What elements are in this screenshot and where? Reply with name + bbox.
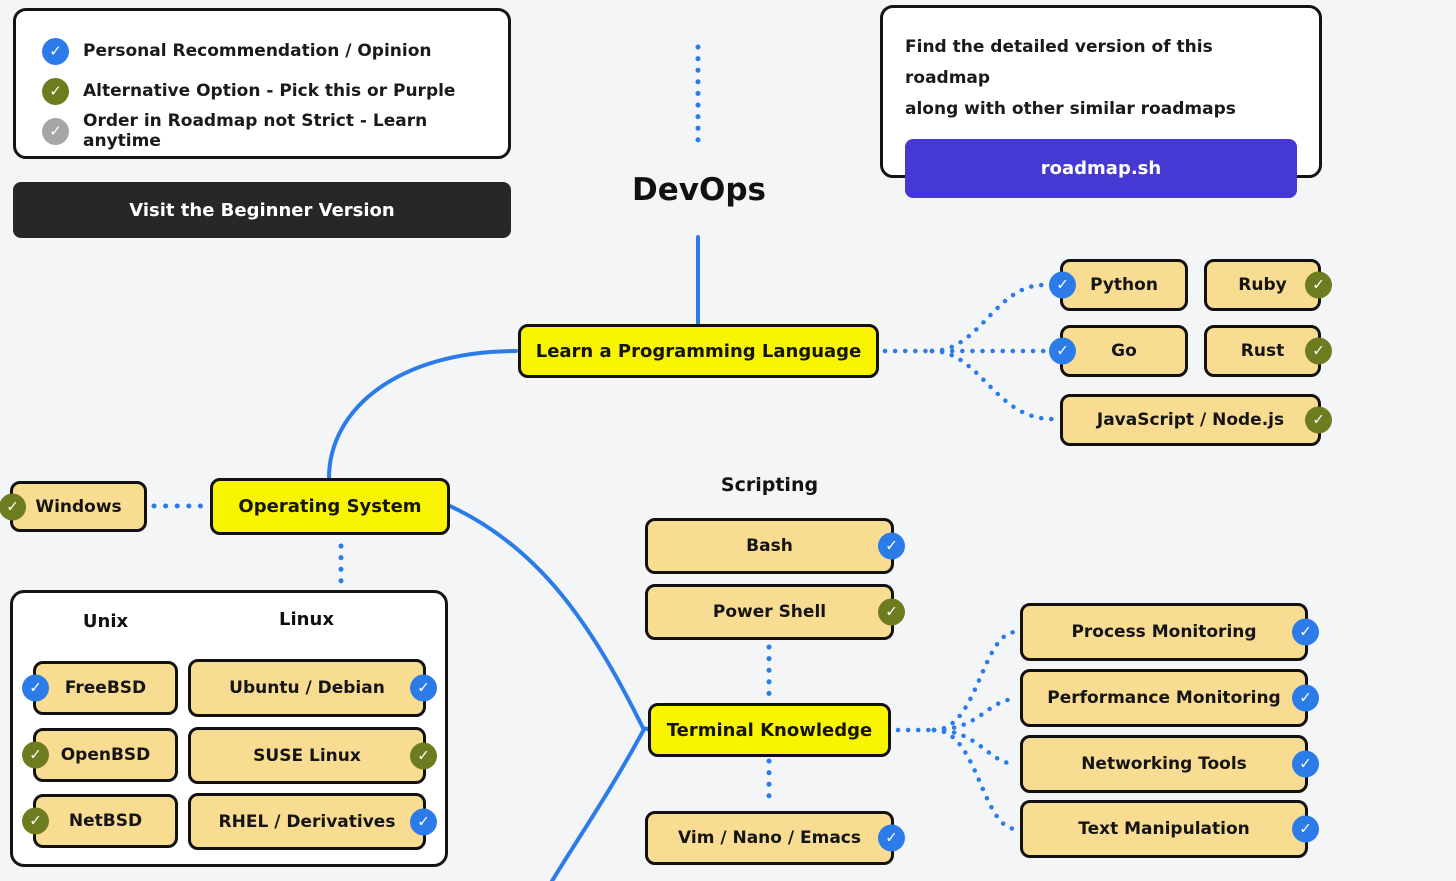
node-label: RHEL / Derivatives	[218, 811, 396, 832]
alternative-check-icon: ✓	[1305, 337, 1332, 365]
node-learn-programming-language[interactable]: Learn a Programming Language	[518, 324, 879, 378]
recommended-check-icon: ✓	[1292, 750, 1319, 778]
node-label: JavaScript / Node.js	[1096, 410, 1285, 430]
alternative-check-icon: ✓	[22, 807, 49, 835]
roadmap-sh-button[interactable]: roadmap.sh	[905, 139, 1297, 198]
legend-item-order: ✓ Order in Roadmap not Strict - Learn an…	[42, 111, 508, 151]
node-label: Vim / Nano / Emacs	[678, 828, 861, 848]
node-label: Learn a Programming Language	[535, 340, 862, 362]
node-networking-tools[interactable]: ✓ Networking Tools	[1020, 735, 1319, 793]
node-label: Bash	[746, 536, 793, 556]
node-label: Terminal Knowledge	[666, 719, 873, 741]
legend-item-label: Alternative Option - Pick this or Purple	[83, 81, 456, 101]
promo-text: Find the detailed version of this roadma…	[905, 32, 1297, 125]
recommended-check-icon: ✓	[1049, 271, 1076, 299]
node-openbsd[interactable]: ✓ OpenBSD	[22, 728, 178, 782]
node-terminal-knowledge[interactable]: Terminal Knowledge	[648, 703, 891, 757]
promo-box: Find the detailed version of this roadma…	[880, 5, 1322, 198]
recommended-check-icon: ✓	[410, 674, 437, 702]
node-go[interactable]: ✓ Go	[1049, 325, 1188, 377]
scripting-section-label: Scripting	[720, 474, 819, 496]
node-text-manipulation[interactable]: ✓ Text Manipulation	[1020, 800, 1319, 858]
recommended-check-icon: ✓	[1292, 684, 1319, 712]
legend-item-personal: ✓ Personal Recommendation / Opinion	[42, 31, 508, 71]
node-label: Power Shell	[712, 602, 827, 622]
node-label: Networking Tools	[1081, 754, 1247, 774]
recommended-check-icon: ✓	[878, 824, 905, 852]
page-title: DevOps	[632, 172, 766, 208]
promo-line-1: Find the detailed version of this roadma…	[905, 37, 1213, 88]
node-label: OpenBSD	[60, 745, 151, 765]
alternative-check-icon: ✓	[0, 493, 26, 520]
node-power-shell[interactable]: ✓ Power Shell	[645, 584, 905, 640]
node-label: Rust	[1240, 341, 1285, 361]
beginner-version-button[interactable]: Visit the Beginner Version	[13, 182, 511, 238]
node-python[interactable]: ✓ Python	[1049, 259, 1188, 311]
personal-recommendation-check-icon: ✓	[42, 37, 69, 65]
node-label: Performance Monitoring	[1047, 688, 1281, 708]
node-rust[interactable]: ✓ Rust	[1204, 325, 1332, 377]
node-label: Go	[1111, 341, 1137, 361]
node-label: Process Monitoring	[1071, 622, 1257, 642]
node-rhel-derivatives[interactable]: ✓ RHEL / Derivatives	[188, 793, 437, 850]
alternative-check-icon: ✓	[878, 598, 905, 626]
legend-item-label: Order in Roadmap not Strict - Learn anyt…	[83, 111, 428, 151]
node-netbsd[interactable]: ✓ NetBSD	[22, 794, 178, 848]
node-label: FreeBSD	[64, 678, 147, 698]
legend-item-label: Personal Recommendation / Opinion	[83, 41, 432, 61]
alternative-check-icon: ✓	[22, 741, 49, 769]
node-process-monitoring[interactable]: ✓ Process Monitoring	[1020, 603, 1319, 661]
promo-line-2: along with other similar roadmaps	[905, 99, 1236, 119]
node-suse-linux[interactable]: ✓ SUSE Linux	[188, 727, 437, 784]
node-label: Ruby	[1238, 275, 1287, 295]
node-label: Text Manipulation	[1078, 819, 1250, 839]
recommended-check-icon: ✓	[1292, 815, 1319, 843]
recommended-check-icon: ✓	[22, 674, 49, 702]
legend-item-alternative: ✓ Alternative Option - Pick this or Purp…	[42, 71, 508, 111]
recommended-check-icon: ✓	[878, 532, 905, 560]
unix-column-header: Unix	[82, 611, 129, 632]
node-javascript-nodejs[interactable]: ✓ JavaScript / Node.js	[1060, 394, 1332, 446]
linux-column-header: Linux	[279, 609, 334, 630]
node-label: Ubuntu / Debian	[229, 678, 385, 698]
order-not-strict-check-icon: ✓	[42, 117, 69, 145]
node-label: NetBSD	[68, 811, 143, 831]
node-performance-monitoring[interactable]: ✓ Performance Monitoring	[1020, 669, 1319, 727]
node-ubuntu-debian[interactable]: ✓ Ubuntu / Debian	[188, 659, 437, 717]
node-label: Windows	[35, 496, 122, 517]
alternative-check-icon: ✓	[1305, 271, 1332, 299]
alternative-option-check-icon: ✓	[42, 77, 69, 105]
recommended-check-icon: ✓	[410, 808, 437, 835]
recommended-check-icon: ✓	[1049, 337, 1076, 365]
node-ruby[interactable]: ✓ Ruby	[1204, 259, 1332, 311]
recommended-check-icon: ✓	[1292, 618, 1319, 646]
node-windows[interactable]: ✓ Windows	[0, 481, 147, 532]
node-label: SUSE Linux	[253, 745, 361, 766]
legend-box: ✓ Personal Recommendation / Opinion ✓ Al…	[13, 8, 511, 159]
node-bash[interactable]: ✓ Bash	[645, 518, 905, 574]
node-vim-nano-emacs[interactable]: ✓ Vim / Nano / Emacs	[645, 811, 905, 865]
node-freebsd[interactable]: ✓ FreeBSD	[22, 661, 178, 715]
alternative-check-icon: ✓	[1305, 406, 1332, 434]
node-label: Operating System	[238, 496, 422, 517]
alternative-check-icon: ✓	[410, 742, 437, 769]
node-operating-system[interactable]: Operating System	[210, 478, 450, 535]
node-label: Python	[1090, 275, 1158, 295]
